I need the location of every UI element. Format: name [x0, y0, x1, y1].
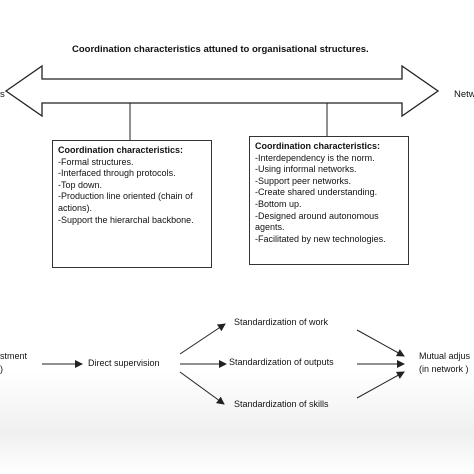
- flow-standardization-skills: Standardization of skills: [234, 399, 329, 409]
- flow-standardization-outputs: Standardization of outputs: [229, 357, 334, 367]
- arrow-to-skills: [179, 371, 225, 405]
- right-box-title: Coordination characteristics:: [255, 141, 381, 151]
- flow-left-node-line2: ): [0, 364, 3, 374]
- arrow-work-to-mutual: [356, 329, 405, 357]
- flow-right-node-line2: (in network ): [419, 364, 469, 374]
- flow-standardization-work: Standardization of work: [234, 317, 329, 327]
- right-box-item: -Facilitated by new technologies.: [255, 233, 386, 244]
- right-box-item: -Designed around autonomous agents.: [255, 210, 379, 233]
- arrow-skills-to-mutual: [356, 371, 405, 399]
- right-box-item: -Create shared understanding.: [255, 187, 378, 198]
- flow-direct-supervision: Direct supervision: [88, 358, 160, 368]
- left-box-item: -Production line oriented (chain of acti…: [58, 191, 193, 213]
- diagram-title: Coordination characteristics attuned to …: [72, 44, 369, 55]
- flow-left-node-line1: stment: [0, 351, 28, 361]
- right-box-item: -Support peer networks.: [255, 175, 352, 186]
- right-box-item: -Using informal networks.: [255, 164, 357, 175]
- spectrum-right-label: Netw: [454, 89, 474, 100]
- right-characteristics-box: Coordination characteristics: -Interdepe…: [249, 136, 409, 265]
- left-box-item: -Formal structures.: [58, 156, 134, 167]
- right-box-item: -Bottom up.: [255, 198, 302, 209]
- left-box-item: -Top down.: [58, 179, 103, 190]
- spectrum-double-arrow: [4, 64, 440, 118]
- arrow-to-work: [179, 323, 226, 355]
- left-box-title: Coordination characteristics:: [58, 145, 184, 155]
- bottom-shading: [0, 372, 474, 474]
- flow-right-node-line1: Mutual adjus: [419, 351, 471, 361]
- right-box-item: -Interdependency is the norm.: [255, 152, 375, 163]
- left-box-item: -Support the hierarchal backbone.: [58, 214, 194, 225]
- left-characteristics-box: Coordination characteristics: -Formal st…: [52, 140, 212, 268]
- spectrum-left-label: s: [0, 89, 5, 100]
- left-box-item: -Interfaced through protocols.: [58, 168, 176, 179]
